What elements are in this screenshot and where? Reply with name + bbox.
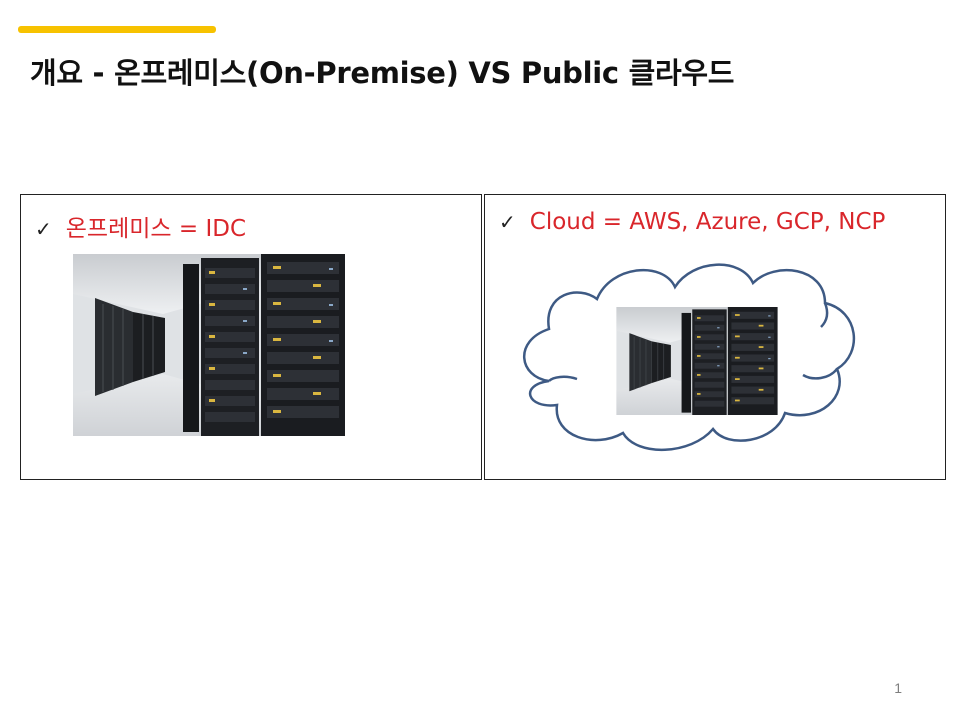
slide-title: 개요 - 온프레미스(On-Premise) VS Public 클라우드	[30, 56, 735, 90]
checkmark-icon: ✓	[35, 217, 52, 241]
cloud-shape	[523, 263, 856, 452]
cloud-panel: ✓ Cloud = AWS, Azure, GCP, NCP	[484, 194, 946, 480]
cloud-heading-text: Cloud = AWS, Azure, GCP, NCP	[529, 209, 886, 235]
server-racks-image	[73, 254, 345, 436]
on-premise-heading-text: 온프레미스 = IDC	[65, 216, 247, 242]
checkmark-icon: ✓	[499, 210, 516, 234]
on-premise-panel: ✓ 온프레미스 = IDC	[20, 194, 482, 480]
on-premise-heading: ✓ 온프레미스 = IDC	[35, 209, 246, 243]
accent-bar	[18, 26, 216, 33]
cloud-heading: ✓ Cloud = AWS, Azure, GCP, NCP	[499, 209, 885, 235]
page-number: 1	[894, 680, 902, 696]
server-racks-image	[616, 307, 778, 415]
